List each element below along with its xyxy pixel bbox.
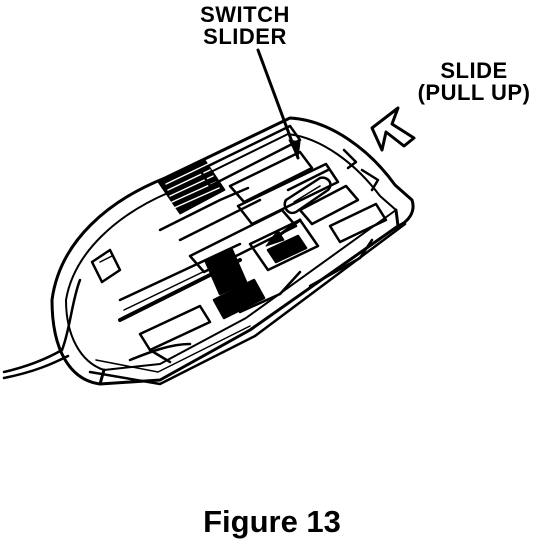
cable xyxy=(2,278,82,380)
switch-slider-leader xyxy=(256,48,301,160)
figure-caption: Figure 13 xyxy=(203,504,341,539)
slide-label-line1: SLIDE xyxy=(440,58,508,83)
slider-slot xyxy=(283,176,332,215)
switch-slider-label: SWITCH SLIDER xyxy=(190,2,300,50)
ribbon-connector xyxy=(157,159,250,232)
housing-shell xyxy=(50,116,415,386)
switch-slider-label-line2: SLIDER xyxy=(203,24,287,50)
slider-pointer-arrow xyxy=(265,218,302,247)
slide-pull-up-label: SLIDE (PULL UP) xyxy=(406,58,542,106)
pull-up-arrow xyxy=(370,106,416,152)
switch-slider-label-line1: SWITCH xyxy=(200,2,290,27)
internal-structure xyxy=(90,124,388,364)
slide-label-line2: (PULL UP) xyxy=(417,80,531,106)
